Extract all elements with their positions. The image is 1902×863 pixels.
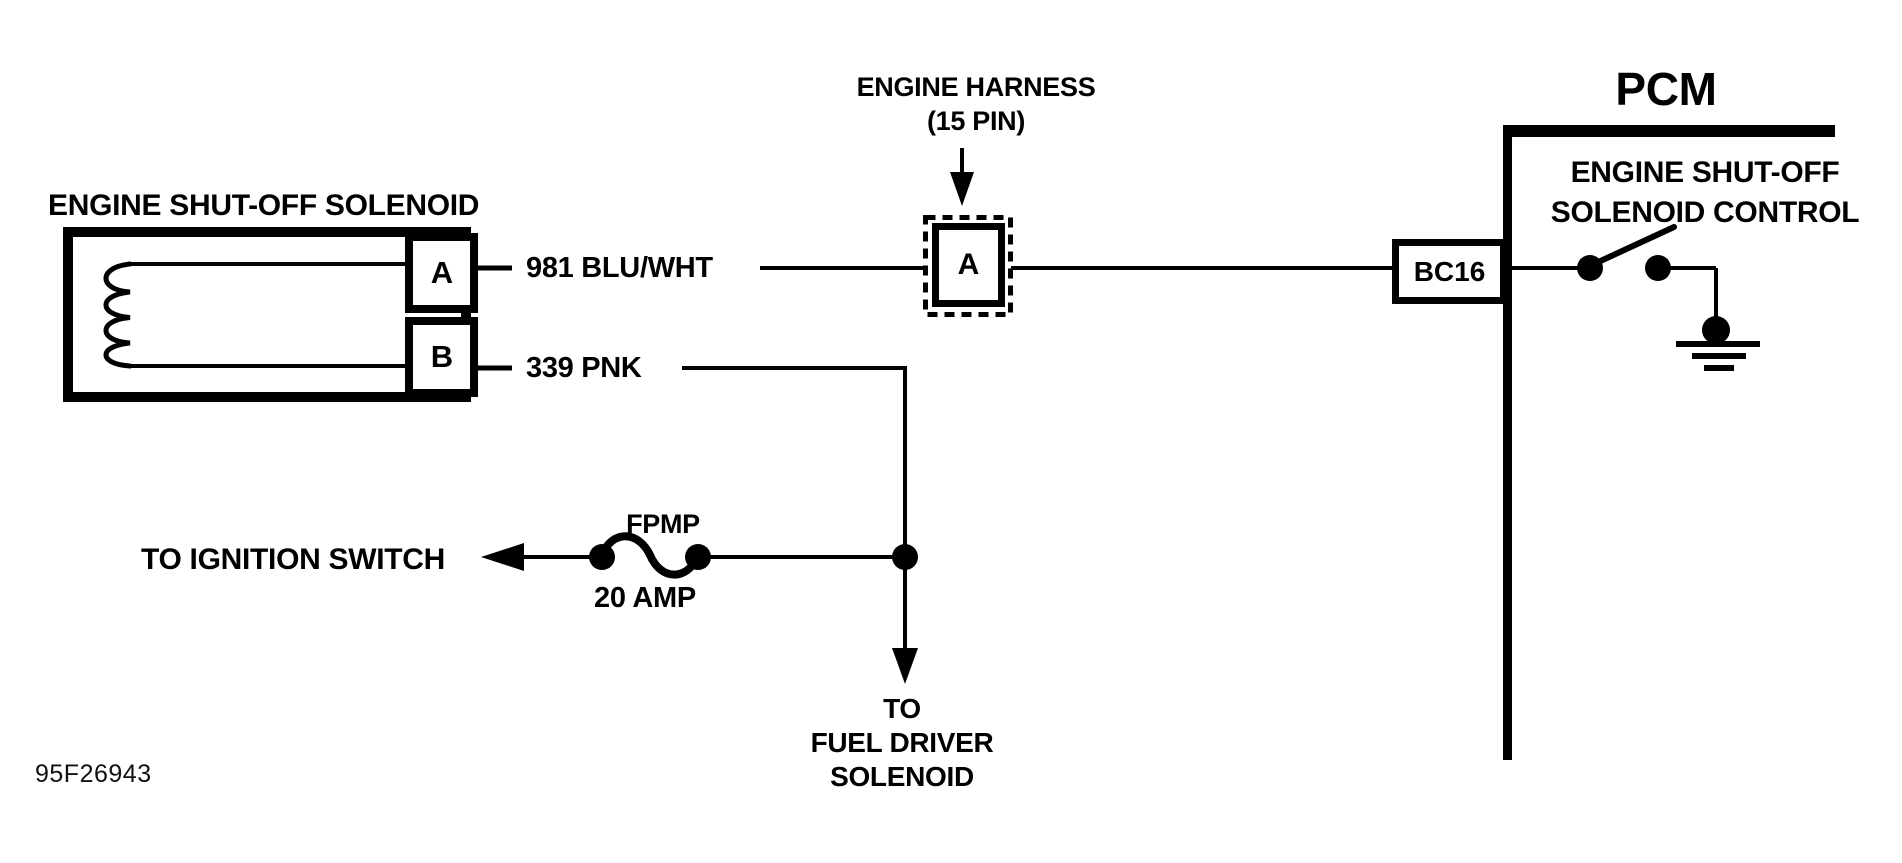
- ignition-arrow-head-icon: [481, 543, 524, 571]
- fuse-rating-label: 20 AMP: [594, 582, 696, 614]
- solenoid-pin-b-box: [405, 317, 478, 397]
- pcm-control-line1: ENGINE SHUT-OFF: [1570, 156, 1840, 189]
- solenoid-box: [63, 227, 471, 402]
- to-fuel-driver-line2: FUEL DRIVER: [810, 727, 994, 758]
- pcm-connector-label: BC16: [1413, 255, 1486, 287]
- harness-connector-dashed-box: [923, 215, 1013, 317]
- harness-cavity-label: A: [957, 248, 980, 281]
- pcm-boundary-left: [1503, 125, 1512, 760]
- wire-981-label: 981 BLU/WHT: [526, 252, 713, 284]
- to-ignition-switch-label: TO IGNITION SWITCH: [141, 543, 446, 576]
- to-fuel-driver-line1: TO: [883, 693, 921, 724]
- pcm-boundary-top: [1503, 125, 1835, 137]
- pcm-title: PCM: [1615, 63, 1717, 115]
- harness-arrow-head-icon: [950, 172, 974, 206]
- harness-label-line1: ENGINE HARNESS: [856, 72, 1096, 102]
- pcm-control-line2: SOLENOID CONTROL: [1550, 196, 1860, 229]
- ground-junction-dot: [1702, 316, 1730, 344]
- solenoid-pin-a-box: [405, 233, 478, 313]
- coil-symbol-icon: [103, 261, 133, 369]
- harness-label-line2: (15 PIN): [926, 106, 1026, 136]
- solenoid-pin-b-label: B: [430, 339, 454, 374]
- wire-339-label: 339 PNK: [526, 352, 642, 384]
- fuse-name-label: FPMP: [626, 509, 700, 539]
- fuel-driver-arrow-head-icon: [892, 648, 918, 684]
- switch-blade-icon: [1591, 224, 1677, 267]
- document-number: 95F26943: [35, 760, 152, 788]
- solenoid-label: ENGINE SHUT-OFF SOLENOID: [48, 189, 480, 222]
- to-fuel-driver-line3: SOLENOID: [830, 761, 974, 792]
- fuse-symbol-icon: [598, 532, 702, 579]
- solenoid-pin-a-label: A: [430, 255, 454, 290]
- harness-cavity-box: [932, 223, 1005, 307]
- pcm-connector-box: [1392, 239, 1507, 304]
